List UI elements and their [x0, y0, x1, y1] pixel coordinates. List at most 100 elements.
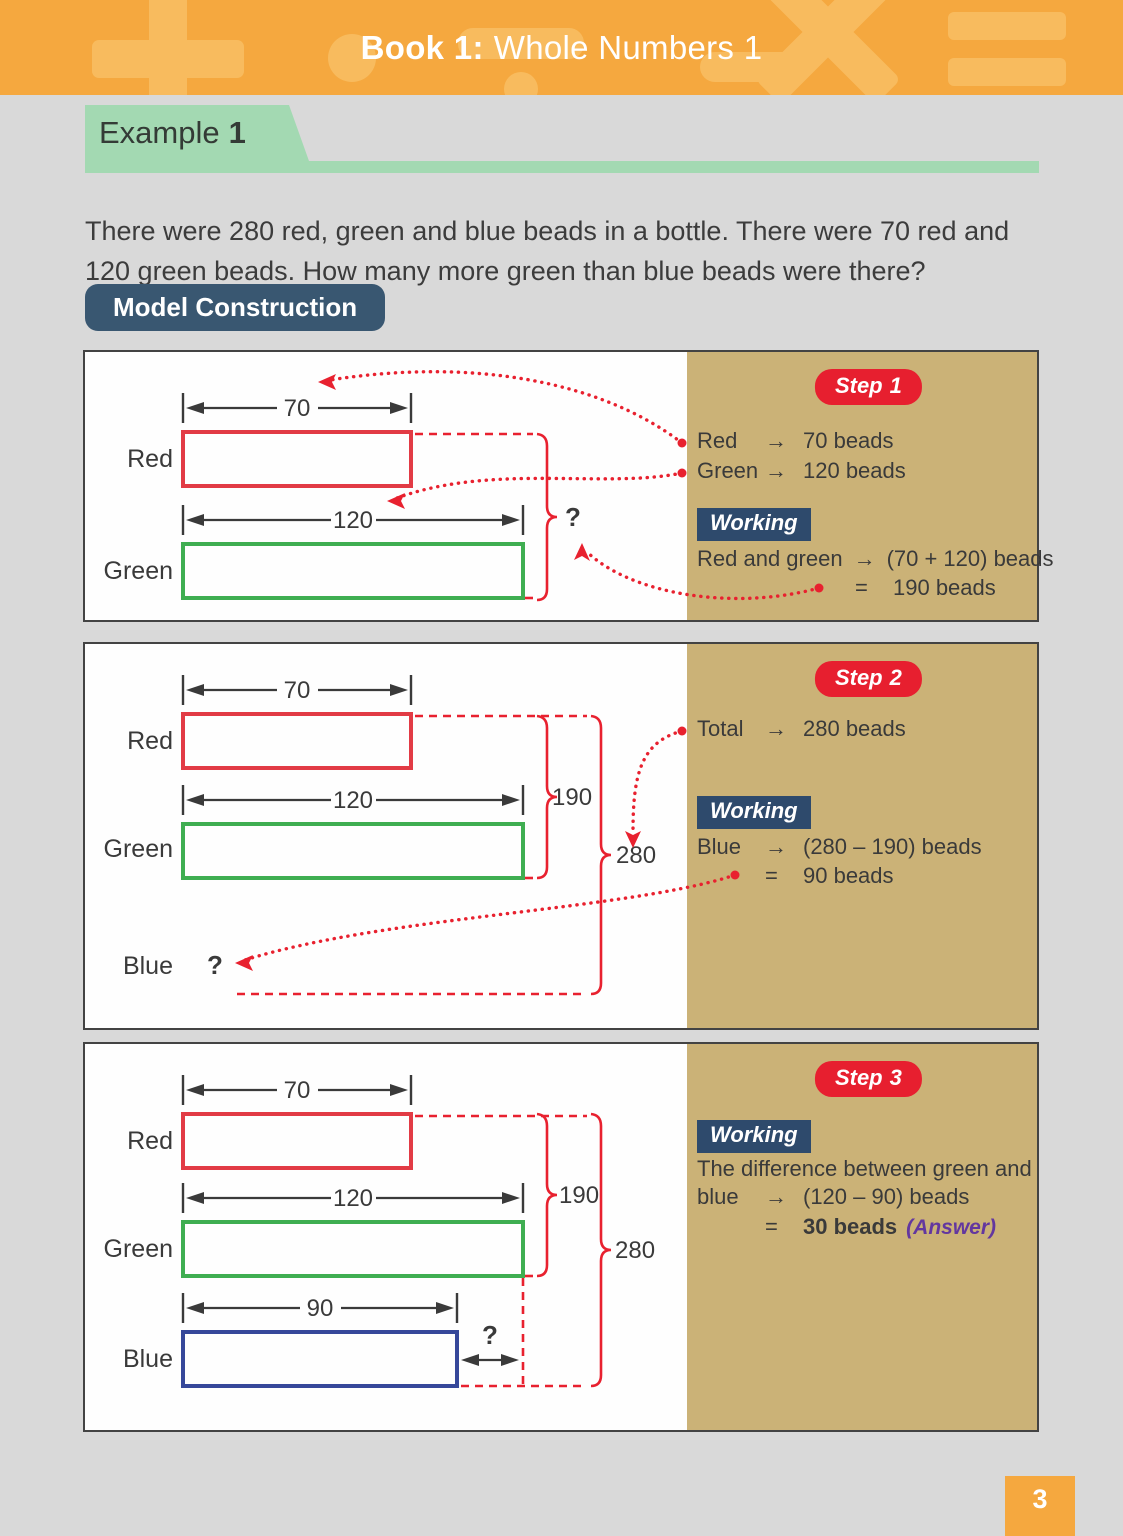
fact-row-red: Red → 70 beads [697, 428, 1035, 454]
header-band: Book 1: Whole Numbers 1 [0, 0, 1123, 95]
working-badge: Working [697, 796, 811, 829]
arrow-glyph: → [765, 716, 787, 741]
problem-line-1: There were 280 red, green and blue beads… [85, 216, 1010, 246]
step1-bar-model-diagram: 70 Red 120 Green ? [104, 393, 581, 602]
step2-bar-model-diagram: 70 Red 120 Green Blue ? 190 280 [104, 675, 656, 996]
result-line: = 190 beads [697, 575, 1035, 601]
step2-panel: 70 Red 120 Green Blue ? 190 280 [83, 642, 1039, 1030]
total-brace [590, 1112, 612, 1388]
red-bar [181, 1112, 413, 1170]
arrow-glyph: → [765, 458, 787, 483]
red-dimension-value: 70 [284, 677, 311, 704]
green-bar [181, 822, 525, 880]
green-bar-label: Green [104, 1235, 173, 1263]
problem-text: There were 280 red, green and blue beads… [85, 211, 1045, 291]
fact-value: 280 beads [803, 716, 906, 741]
result-value: 190 beads [893, 575, 996, 600]
step3-bar-model-diagram: 70 Red 120 Green 90 Blue [104, 1075, 655, 1388]
arrow-glyph: → [765, 1184, 787, 1209]
arrow-glyph: → [765, 428, 787, 453]
circle-icon [328, 34, 376, 82]
fact-label: Green [697, 458, 759, 483]
result-value: 90 beads [803, 863, 894, 888]
difference-question-mark: ? [482, 1320, 498, 1350]
result-line: = 30 beads (Answer) [697, 1214, 1035, 1240]
red-dimension-line: 70 [181, 1075, 413, 1105]
equals-sign: = [765, 1214, 778, 1239]
sum-brace [536, 714, 558, 880]
green-dimension-value: 120 [333, 787, 373, 814]
red-dimension-value: 70 [284, 395, 311, 422]
result-value: 30 beads [803, 1214, 898, 1239]
model-construction-badge: Model Construction [85, 284, 386, 331]
blue-dimension-value: 90 [307, 1295, 334, 1322]
book-title-rest: Whole Numbers 1 [493, 28, 763, 66]
working-value: (280 – 190) beads [803, 834, 982, 859]
working-line: Blue → (280 – 190) beads [697, 834, 1035, 860]
green-bar [181, 1220, 525, 1278]
fact-row-total: Total → 280 beads [697, 716, 1035, 742]
fact-label: Red [697, 428, 738, 453]
green-bar-label: Green [104, 835, 173, 863]
working-badge: Working [697, 508, 811, 541]
green-bar-label: Green [104, 557, 173, 585]
working-term: Blue [697, 834, 742, 859]
page-number: 3 [1005, 1476, 1075, 1536]
divide-icon [458, 28, 584, 95]
red-dimension-line: 70 [181, 393, 413, 423]
multiply-icon [758, 0, 898, 95]
plus-icon [92, 0, 244, 95]
book-title: Book 1: Whole Numbers 1 [0, 0, 1123, 95]
sum-brace-value: 190 [559, 1182, 599, 1209]
example-heading-underline [85, 161, 1039, 173]
fact-row-green: Green → 120 beads [697, 458, 1035, 484]
fact-value: 70 beads [803, 428, 894, 453]
red-dimension-value: 70 [284, 1077, 311, 1104]
working-value: (120 – 90) beads [803, 1184, 970, 1209]
arrow-glyph: → [765, 834, 787, 859]
red-dimension-line: 70 [181, 675, 413, 705]
red-bar-label: Red [127, 727, 173, 755]
equals-sign: = [765, 863, 778, 888]
sum-brace [536, 1112, 558, 1278]
arrow-glyph: → [853, 546, 876, 571]
example-heading-label: Example [99, 115, 220, 150]
book-title-prefix: Book 1: [360, 28, 484, 66]
answer-note: (Answer) [906, 1216, 997, 1239]
red-bar-label: Red [127, 445, 173, 473]
step-number: 1 [889, 373, 902, 398]
step-word: Step [834, 665, 883, 690]
step-word: Step [834, 1065, 883, 1090]
step-number: 2 [889, 665, 902, 690]
blue-bar [181, 1330, 459, 1388]
step3-panel: 70 Red 120 Green 90 Blue [83, 1042, 1039, 1432]
red-bar [181, 712, 413, 770]
working-badge: Working [697, 1120, 811, 1153]
green-dimension-line: 120 [181, 785, 525, 815]
equals-sign: = [855, 575, 868, 600]
working-term: Red and green [697, 546, 843, 571]
fact-value: 120 beads [803, 458, 906, 483]
total-brace [536, 432, 558, 602]
green-bar [181, 542, 525, 600]
green-dimension-value: 120 [333, 1185, 373, 1212]
math-symbols-decoration [92, 0, 1066, 95]
result-line: = 90 beads [697, 863, 1035, 889]
step-word: Step [834, 373, 883, 398]
red-bar-label: Red [127, 1127, 173, 1155]
difference-double-arrow [461, 1354, 519, 1366]
blue-row-label: Blue [123, 952, 173, 980]
total-question-mark: ? [565, 502, 581, 532]
equals-icon [948, 12, 1066, 86]
working-line: blue → (120 – 90) beads [697, 1184, 1035, 1210]
example-heading: Example 1 [85, 105, 309, 161]
green-dimension-line: 120 [181, 505, 525, 535]
working-intro-line: The difference between green and [697, 1156, 1035, 1182]
green-dimension-value: 120 [333, 507, 373, 534]
blue-bar-label: Blue [123, 1345, 173, 1373]
total-brace-value: 280 [615, 1237, 655, 1264]
